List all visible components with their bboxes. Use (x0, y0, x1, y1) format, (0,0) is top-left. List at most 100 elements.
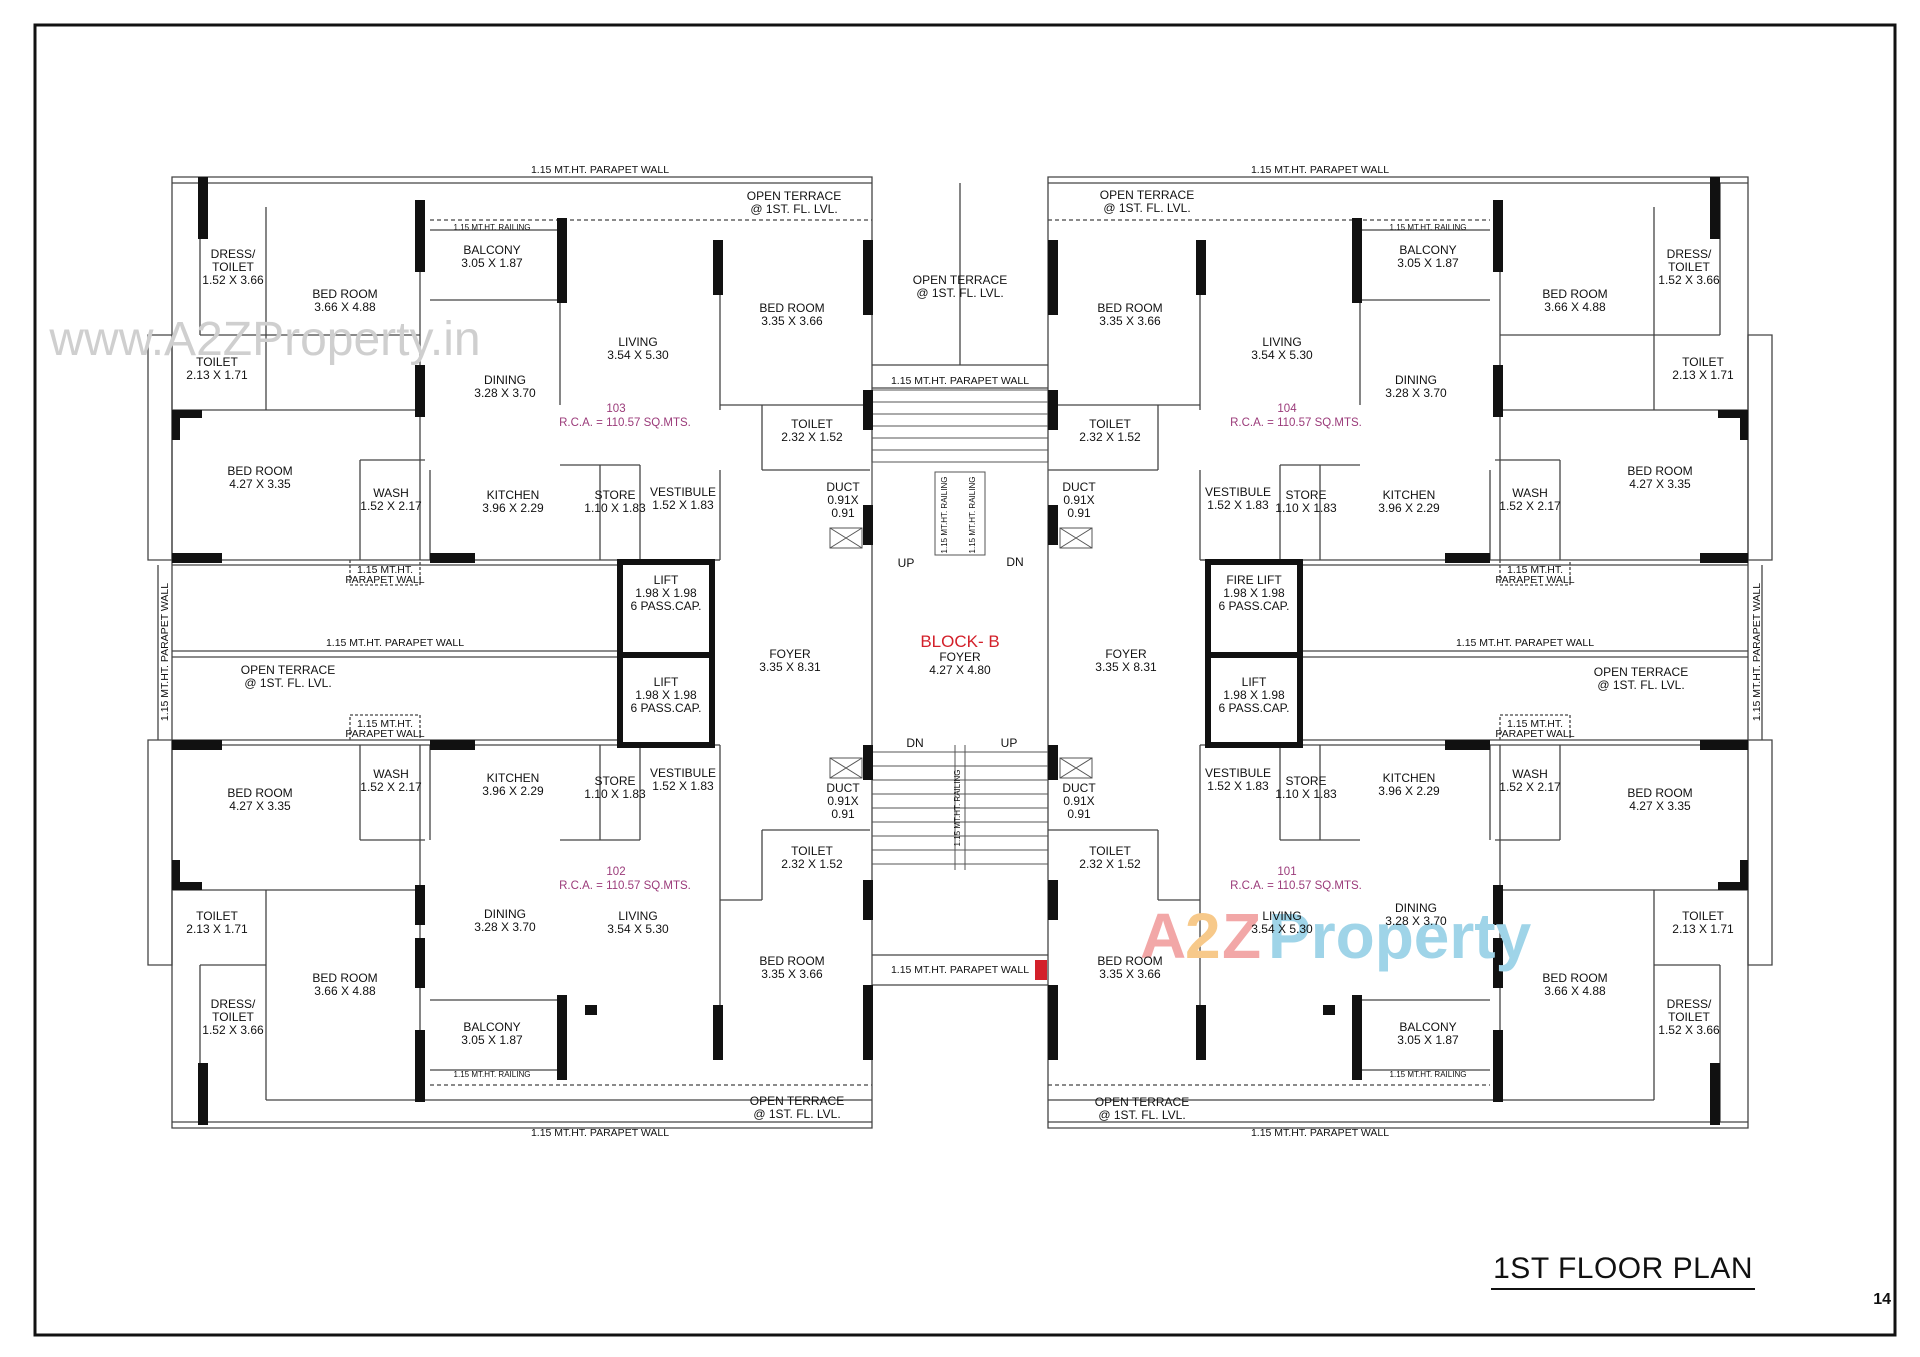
lift-1-dim: 1.98 X 1.98 (635, 586, 697, 600)
u103-balcony-name: BALCONY (463, 243, 520, 257)
duct-4-dim2: 0.91 (1067, 807, 1091, 821)
u101-toilet1-name: TOILET (1682, 909, 1724, 923)
u102-vestibule-dim: 1.52 X 1.83 (652, 779, 714, 793)
u104-toilet1-dim: 2.13 X 1.71 (1672, 368, 1734, 382)
u101-toilet2-dim: 2.32 X 1.52 (1079, 857, 1141, 871)
lift-2-name: LIFT (654, 675, 679, 689)
u101-store-dim: 1.10 X 1.83 (1275, 787, 1337, 801)
fire-lift-cap: 6 PASS.CAP. (1219, 599, 1290, 613)
railing-101: 1.15 MT.HT. RAILING (1390, 1070, 1467, 1079)
lift-2-cap: 6 PASS.CAP. (631, 701, 702, 715)
u103-bed2-dim: 3.35 X 3.66 (761, 314, 823, 328)
u103-dining-dim: 3.28 X 3.70 (474, 386, 536, 400)
terrace-mid-left-2: @ 1ST. FL. LVL. (244, 676, 331, 690)
watermark: www.A2ZProperty.in (48, 313, 480, 366)
u102-kitchen-dim: 3.96 X 2.29 (482, 784, 544, 798)
parapet-core-bottom: 1.15 MT.HT. PARAPET WALL (891, 964, 1029, 976)
perimeter-labels: 1.15 MT.HT. PARAPET WALL 1.15 MT.HT. PAR… (159, 164, 1763, 1139)
u101-bed3-name: BED ROOM (1627, 786, 1692, 800)
u102-dress-name2: TOILET (212, 1010, 254, 1024)
terrace-mid-left-1: OPEN TERRACE (241, 663, 335, 677)
u101-wash-dim: 1.52 X 2.17 (1499, 780, 1561, 794)
duct-2-dim2: 0.91 (1067, 506, 1091, 520)
u101-dress-name: DRESS/ (1667, 997, 1712, 1011)
parapet-short-c2: PARAPET WALL (1495, 574, 1574, 586)
terrace-bottom-left-1: OPEN TERRACE (750, 1094, 844, 1108)
unit-labels: 103 R.C.A. = 110.57 SQ.MTS. 104 R.C.A. =… (559, 403, 1362, 892)
u104-vestibule-name: VESTIBULE (1205, 485, 1271, 499)
foyer-center-dim: 4.27 X 4.80 (929, 663, 991, 677)
u103-vestibule-dim: 1.52 X 1.83 (652, 498, 714, 512)
stair-up-top: UP (898, 556, 915, 570)
stair-dn-top: DN (1006, 555, 1023, 569)
unit-102-number: 102 (606, 866, 625, 878)
u103-dining-name: DINING (484, 373, 526, 387)
structural-walls (172, 177, 1748, 1125)
unit-104-area: R.C.A. = 110.57 SQ.MTS. (1230, 417, 1362, 429)
terrace-top-right-1: OPEN TERRACE (1100, 188, 1194, 202)
parapet-mid-left: 1.15 MT.HT. PARAPET WALL (326, 637, 464, 649)
parapet-short-d1: 1.15 MT.HT. (1507, 718, 1563, 730)
terrace-labels: OPEN TERRACE @ 1ST. FL. LVL. OPEN TERRAC… (241, 188, 1688, 1122)
logo-letter-2: 2 (1185, 900, 1221, 972)
fire-lift-dim: 1.98 X 1.98 (1223, 586, 1285, 600)
stair-dn-bottom: DN (906, 736, 923, 750)
parapet-short-b2: PARAPET WALL (345, 728, 424, 740)
u101-dress-name2: TOILET (1668, 1010, 1710, 1024)
u103-toilet2-dim: 2.32 X 1.52 (781, 430, 843, 444)
foyer-center-name: FOYER (939, 650, 981, 664)
unit-103-number: 103 (606, 403, 625, 415)
u101-dining-dim: 3.28 X 3.70 (1385, 914, 1447, 928)
railing-102: 1.15 MT.HT. RAILING (454, 1070, 531, 1079)
u104-vestibule-dim: 1.52 X 1.83 (1207, 498, 1269, 512)
railing-104: 1.15 MT.HT. RAILING (1390, 223, 1467, 232)
u103-balcony-dim: 3.05 X 1.87 (461, 256, 523, 270)
parapet-top-right: 1.15 MT.HT. PARAPET WALL (1251, 164, 1389, 176)
parapet-short-c1: 1.15 MT.HT. (1507, 564, 1563, 576)
terrace-bottom-right-1: OPEN TERRACE (1095, 1095, 1189, 1109)
railing-stair-c: 1.15 MT.HT. RAILING (953, 770, 962, 847)
u102-balcony-name: BALCONY (463, 1020, 520, 1034)
u102-dress-name: DRESS/ (211, 997, 256, 1011)
foyer-right-name: FOYER (1105, 647, 1147, 661)
u104-toilet1-name: TOILET (1682, 355, 1724, 369)
u104-bed1-name: BED ROOM (1542, 287, 1607, 301)
u102-wash-dim: 1.52 X 2.17 (360, 780, 422, 794)
u103-wash-name: WASH (373, 486, 409, 500)
u101-toilet1-dim: 2.13 X 1.71 (1672, 922, 1734, 936)
u101-dining-name: DINING (1395, 901, 1437, 915)
parapet-core-top: 1.15 MT.HT. PARAPET WALL (891, 375, 1029, 387)
u104-balcony-name: BALCONY (1399, 243, 1456, 257)
logo-letter-z: Z (1222, 900, 1261, 972)
parapet-top-left: 1.15 MT.HT. PARAPET WALL (531, 164, 669, 176)
u103-living-name: LIVING (618, 335, 657, 349)
terrace-mid-right-1: OPEN TERRACE (1594, 665, 1688, 679)
u102-bed2-dim: 3.35 X 3.66 (761, 967, 823, 981)
u101-bed1-dim: 3.66 X 4.88 (1544, 984, 1606, 998)
u102-living-name: LIVING (618, 909, 657, 923)
u103-bed3-dim: 4.27 X 3.35 (229, 477, 291, 491)
u104-dining-name: DINING (1395, 373, 1437, 387)
u102-bed1-dim: 3.66 X 4.88 (314, 984, 376, 998)
u103-dress-name: DRESS/ (211, 247, 256, 261)
duct-1-dim2: 0.91 (831, 506, 855, 520)
lift-shafts (617, 559, 1303, 748)
u101-bed1-name: BED ROOM (1542, 971, 1607, 985)
parapet-side-left: 1.15 MT.HT. PARAPET WALL (159, 583, 171, 721)
terrace-bottom-right-2: @ 1ST. FL. LVL. (1098, 1108, 1185, 1122)
u104-bed3-name: BED ROOM (1627, 464, 1692, 478)
lift-3-cap: 6 PASS.CAP. (1219, 701, 1290, 715)
unit-101-area: R.C.A. = 110.57 SQ.MTS. (1230, 880, 1362, 892)
plan-title: 1ST FLOOR PLAN (1491, 1252, 1755, 1290)
duct-4-name: DUCT (1062, 781, 1096, 795)
lift-3-dim: 1.98 X 1.98 (1223, 688, 1285, 702)
railing-103: 1.15 MT.HT. RAILING (454, 223, 531, 232)
u101-kitchen-name: KITCHEN (1383, 771, 1436, 785)
parapet-short-b1: 1.15 MT.HT. (357, 718, 413, 730)
u103-toilet1-dim: 2.13 X 1.71 (186, 368, 248, 382)
stair-treads (871, 389, 1049, 870)
u102-toilet2-name: TOILET (791, 844, 833, 858)
u102-vestibule-name: VESTIBULE (650, 766, 716, 780)
u102-toilet1-name: TOILET (196, 909, 238, 923)
sheet-border (33, 23, 1897, 1337)
